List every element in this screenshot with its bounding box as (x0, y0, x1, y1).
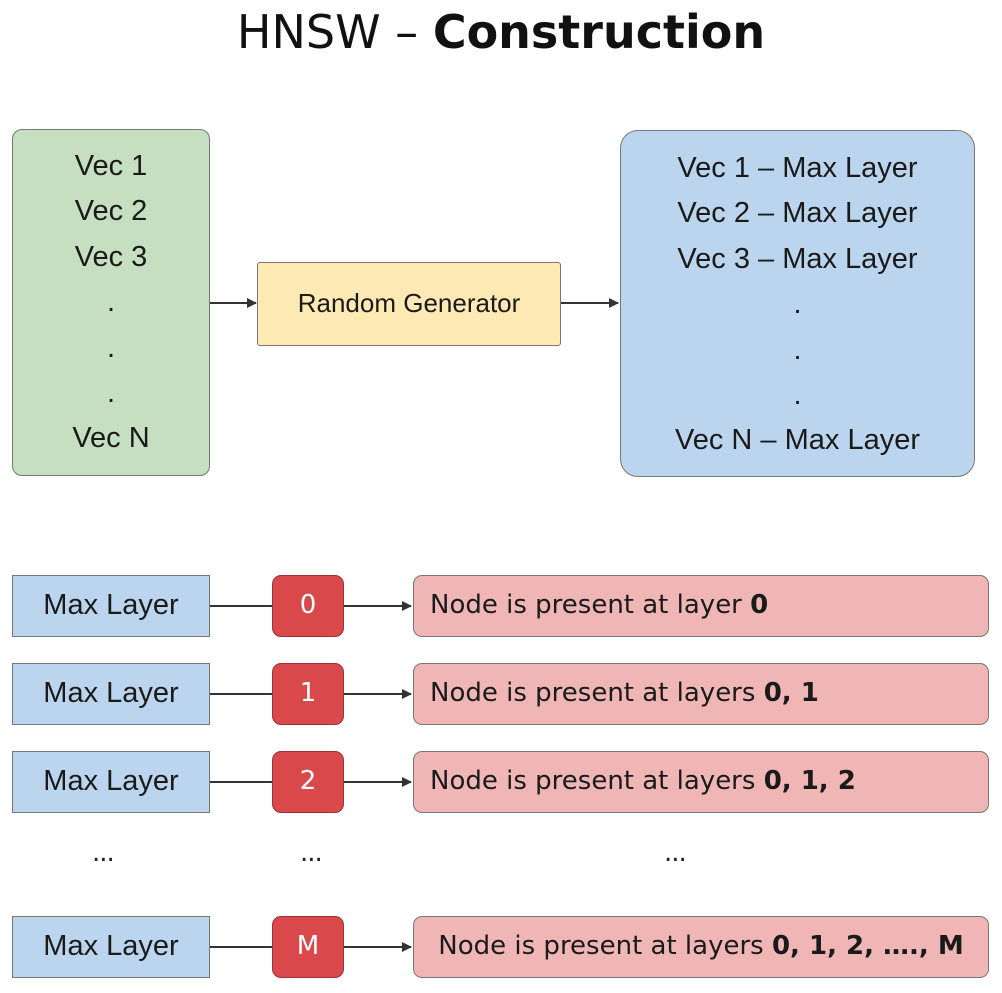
input-vectors-box: Vec 1 Vec 2 Vec 3 . . . Vec N (12, 129, 210, 476)
ellipsis-max-layer: ... (92, 838, 115, 868)
layer-row: Max Layer 1 Node is present at layers 0,… (0, 663, 1002, 727)
layer-presence-layers: 0, 1, 2, …., M (771, 931, 964, 961)
input-vector-item: Vec N (72, 422, 150, 455)
layer-presence-layers: 0, 1, 2 (763, 766, 856, 796)
input-vector-dot: . (106, 376, 116, 409)
max-layer-box: Max Layer (12, 663, 210, 725)
layer-presence-layers: 0 (750, 590, 769, 620)
layer-value-box: 1 (272, 663, 344, 725)
output-vector-item: Vec 2 – Max Layer (677, 197, 918, 230)
layer-presence-text: Node is present at layers (430, 766, 764, 796)
layer-value-box: 2 (272, 751, 344, 813)
layer-value-box: 0 (272, 575, 344, 637)
layer-presence-box: Node is present at layers 0, 1, 2, …., M (413, 916, 989, 978)
max-layer-box: Max Layer (12, 575, 210, 637)
layer-row: Max Layer M Node is present at layers 0,… (0, 916, 1002, 980)
layer-value-box: M (272, 916, 344, 978)
input-vector-item: Vec 2 (74, 195, 148, 228)
diagram-title: HNSW – Construction (0, 0, 1002, 64)
max-layer-box: Max Layer (12, 916, 210, 978)
output-vector-item: Vec N – Max Layer (675, 424, 920, 457)
title-emphasis: Construction (432, 5, 766, 59)
layer-presence-text: Node is present at layers (438, 931, 772, 961)
random-generator-label: Random Generator (297, 288, 521, 318)
layer-presence-layers: 0, 1 (763, 678, 819, 708)
output-vector-dot: . (793, 333, 802, 366)
layer-presence-box: Node is present at layer 0 (413, 575, 989, 637)
output-vector-item: Vec 1 – Max Layer (677, 152, 918, 184)
output-vector-item: Vec 3 – Max Layer (677, 242, 918, 275)
layer-presence-box: Node is present at layers 0, 1, 2 (413, 751, 989, 813)
input-vector-list: Vec 1 Vec 2 Vec 3 . . . Vec N (13, 144, 209, 462)
ellipsis-presence: ... (664, 838, 687, 868)
output-vector-list: Vec 1 – Max Layer Vec 2 – Max Layer Vec … (621, 146, 974, 464)
output-vector-dot: . (793, 378, 802, 411)
input-vector-item: Vec 3 (74, 240, 148, 273)
max-layer-box: Max Layer (12, 751, 210, 813)
random-generator-box: Random Generator (257, 262, 561, 346)
input-vector-dot: . (106, 286, 116, 319)
title-prefix: HNSW – (236, 5, 433, 59)
layer-row: Max Layer 0 Node is present at layer 0 (0, 575, 1002, 639)
layer-presence-box: Node is present at layers 0, 1 (413, 663, 989, 725)
ellipsis-layer-value: ... (300, 838, 323, 868)
input-vector-item: Vec 1 (74, 150, 148, 182)
input-vector-dot: . (106, 331, 116, 364)
output-max-layer-box: Vec 1 – Max Layer Vec 2 – Max Layer Vec … (620, 130, 975, 477)
layer-presence-text: Node is present at layer (430, 590, 751, 620)
output-vector-dot: . (793, 288, 802, 321)
layer-presence-text: Node is present at layers (430, 678, 764, 708)
layer-row: Max Layer 2 Node is present at layers 0,… (0, 751, 1002, 815)
